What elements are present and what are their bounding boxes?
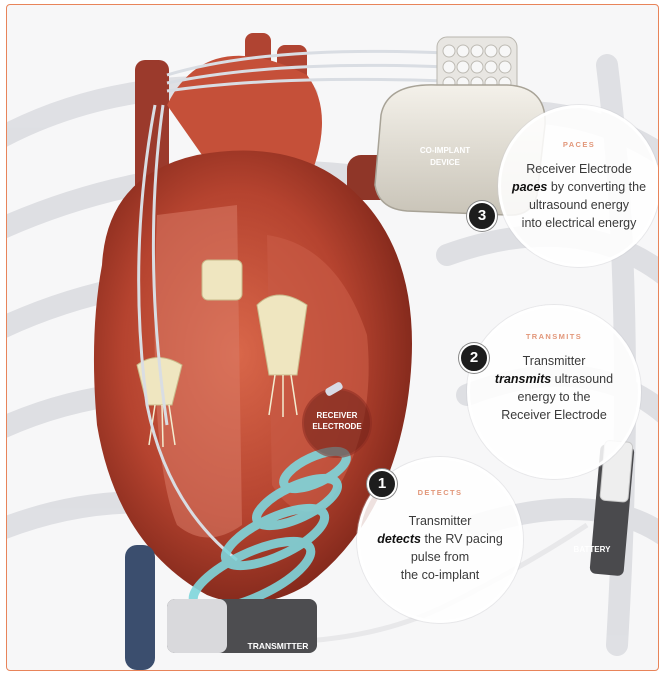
paces-line1: Receiver Electrode: [501, 160, 657, 178]
illustration-frame: CO-IMPLANT DEVICE RECEIVER ELECTRODE BAT…: [6, 4, 659, 671]
co-implant-label-line1: CO-IMPLANT: [385, 145, 505, 157]
step-1-number: 1: [367, 469, 397, 499]
co-implant-label-line2: DEVICE: [385, 157, 505, 169]
transmitter-label: TRANSMITTER: [233, 641, 323, 651]
receiver-label-line1: RECEIVER: [297, 410, 377, 421]
detects-line2: detects the RV pacing: [360, 530, 520, 548]
paces-line3: ultrasound energy: [501, 196, 657, 214]
battery-label: BATTERY: [567, 545, 617, 554]
paces-heading: PACES: [501, 140, 657, 149]
transmits-line4: Receiver Electrode: [470, 406, 638, 424]
paces-text: Receiver Electrode paces by converting t…: [501, 160, 657, 232]
co-implant-label: CO-IMPLANT DEVICE: [385, 145, 505, 169]
detects-line4: the co-implant: [360, 566, 520, 584]
detects-line1: Transmitter: [360, 512, 520, 530]
paces-line4: into electrical energy: [501, 214, 657, 232]
paces-emphasis: paces: [512, 180, 547, 194]
transmits-line2: transmits ultrasound: [470, 370, 638, 388]
step-3-number: 3: [467, 201, 497, 231]
transmits-line3: energy to the: [470, 388, 638, 406]
transmits-emphasis: transmits: [495, 372, 551, 386]
callout-paces: PACES Receiver Electrode paces by conver…: [498, 105, 659, 267]
detects-line3: pulse from: [360, 548, 520, 566]
paces-line2: paces by converting the: [501, 178, 657, 196]
transmits-line1: Transmitter: [470, 352, 638, 370]
transmits-text: Transmitter transmits ultrasound energy …: [470, 352, 638, 424]
paces-line2-rest: by converting the: [547, 180, 646, 194]
transmits-line2-rest: ultrasound: [551, 372, 613, 386]
detects-text: Transmitter detects the RV pacing pulse …: [360, 512, 520, 584]
step-2-number: 2: [459, 343, 489, 373]
transmits-heading: TRANSMITS: [470, 332, 638, 341]
receiver-electrode-label: RECEIVER ELECTRODE: [297, 410, 377, 432]
callout-transmits: TRANSMITS Transmitter transmits ultrasou…: [467, 305, 641, 479]
detects-emphasis: detects: [377, 532, 421, 546]
detects-line2-rest: the RV pacing: [421, 532, 503, 546]
receiver-label-line2: ELECTRODE: [297, 421, 377, 432]
